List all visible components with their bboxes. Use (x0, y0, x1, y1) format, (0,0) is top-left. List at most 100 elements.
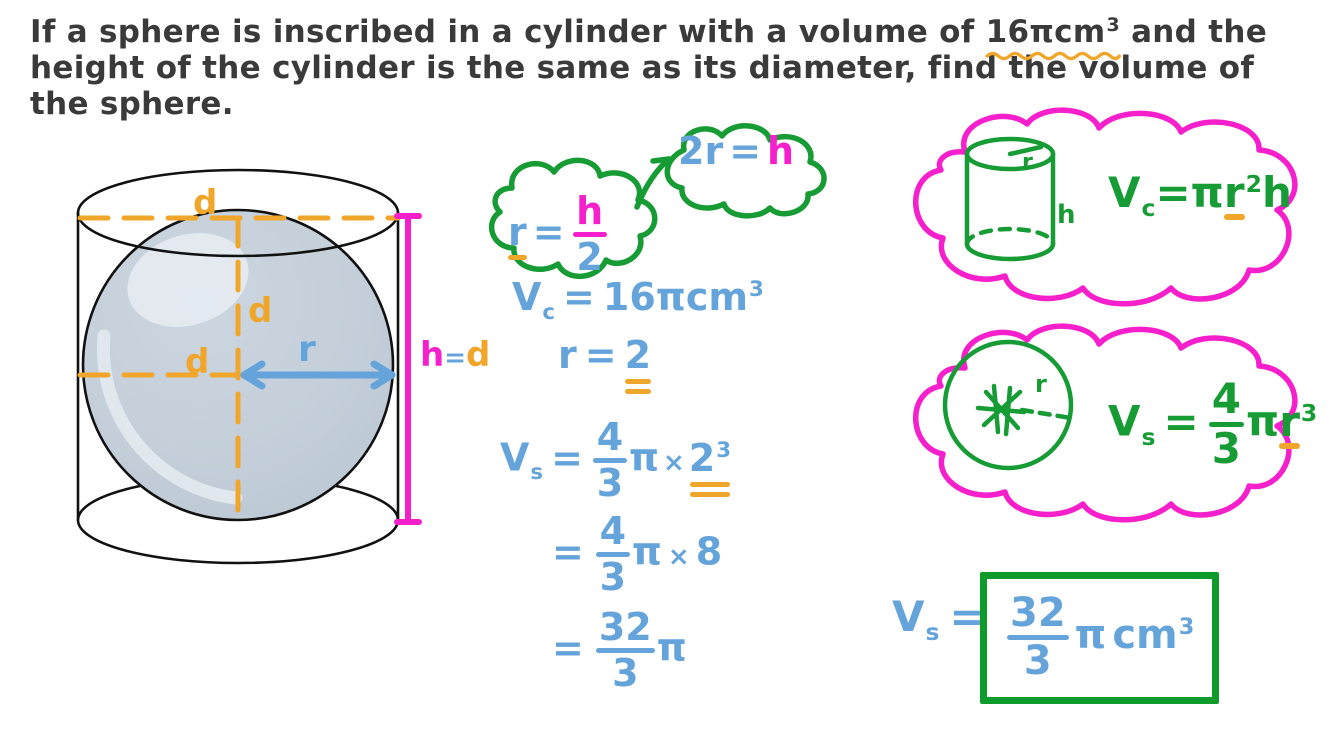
squiggly-underline-icon (984, 51, 1121, 61)
highlighted-volume-exponent: 3 (1106, 13, 1120, 36)
step1-v: V (512, 275, 542, 319)
problem-statement: If a sphere is inscribed in a cylinder w… (30, 14, 1320, 122)
cloud-r-symbol: r (508, 213, 527, 260)
cloud-r-equals: = (532, 209, 565, 254)
cyl-formula-r-wrap: r (1223, 172, 1245, 220)
label-horizontal-diameter: d (185, 342, 210, 382)
cloud-fraction-denominator: 2 (576, 235, 603, 279)
problem-line-3: the sphere. (30, 86, 234, 122)
sph-formula-subscript: s (1141, 422, 1156, 451)
label-height-d: d (466, 335, 491, 375)
sphere-highlight-crescent (96, 329, 243, 505)
step4-equals: = (552, 529, 584, 574)
radius-arrow (240, 360, 396, 390)
label-height-h: h (420, 335, 445, 375)
sph-formula-exponent: 3 (1300, 398, 1318, 427)
working-step-radius: r=2 (558, 333, 652, 394)
cylinder-sketch-icon (964, 136, 1056, 262)
step2-equals: = (584, 333, 617, 377)
step1-exponent: 3 (748, 277, 764, 303)
cyl-formula-v: V (1108, 168, 1141, 217)
final-answer-label: Vs= (892, 596, 985, 645)
cylinder-sphere-figure (76, 168, 422, 565)
step5-fraction-bar (595, 648, 655, 653)
step2-underline-2 (625, 389, 651, 394)
problem-line-1-text-a: If a sphere is inscribed in a cylinder w… (30, 14, 986, 50)
cyl-formula-equals: = (1155, 168, 1191, 217)
cloud-2r-symbol: 2r (678, 129, 724, 173)
answer-pi: π (1074, 612, 1107, 658)
step1-equals: = (563, 275, 595, 319)
cloud-fraction-bar (572, 232, 607, 237)
sph-formula-equals: = (1163, 396, 1199, 446)
sph-formula-pi: π (1245, 396, 1280, 446)
answer-v: V (892, 592, 925, 641)
step3-underline-2 (689, 491, 731, 497)
step4-numerator: 4 (599, 509, 627, 553)
step4-pi: π (631, 529, 662, 574)
step5-pi: π (656, 625, 687, 670)
step4-fraction-bar (595, 552, 630, 557)
cyl-formula-pi: π (1190, 168, 1224, 217)
cloud-2r-equals-h (664, 123, 827, 219)
sph-formula-denominator: 3 (1211, 424, 1241, 473)
cloud-r-equals-h-over-2 (488, 157, 658, 280)
step3-pi: π (628, 435, 659, 480)
cloud-2r-equals: = (729, 129, 762, 173)
cloud-2r-h-content: 2r=h (678, 132, 794, 170)
problem-line-2: height of the cylinder is the same as it… (30, 50, 1255, 86)
cylinder-sketch-label-h: h (1057, 200, 1076, 230)
label-height-equals: = (444, 343, 467, 373)
sph-formula-v: V (1108, 396, 1141, 446)
step5-numerator: 32 (598, 605, 652, 649)
step2-value: 2 (624, 333, 652, 377)
answer-fraction-bar (1007, 635, 1069, 640)
label-top-diameter: d (193, 183, 218, 223)
answer-denominator: 3 (1023, 638, 1052, 684)
highlighted-volume-text: 16πcm (985, 14, 1106, 50)
step3-fraction-bar (592, 458, 627, 463)
answer-subscript: s (925, 618, 940, 647)
cloud-h-symbol: h (767, 129, 795, 173)
step3-equals: = (551, 435, 583, 480)
step3-base: 2 (688, 435, 716, 480)
cyl-formula-h: h (1262, 168, 1292, 217)
r-underline (508, 254, 527, 260)
step1-subscript: c (542, 299, 556, 325)
cyl-formula-exponent: 2 (1245, 170, 1262, 198)
label-radius: r (298, 329, 316, 370)
answer-unit-exponent: 3 (1178, 613, 1195, 640)
step3-underline-1 (689, 481, 731, 487)
step3-subscript: s (530, 460, 544, 486)
sph-formula-r-underline (1279, 442, 1300, 449)
answer-equals: = (949, 592, 985, 641)
cylinder-sketch-label-r: r (1022, 150, 1033, 175)
step3-v: V (500, 435, 530, 480)
cyl-formula-subscript: c (1141, 194, 1156, 223)
answer-numerator: 32 (1010, 590, 1066, 636)
highlighted-volume-value: 16πcm3 (984, 13, 1121, 61)
step5-denominator: 3 (612, 651, 639, 695)
step2-underline-1 (625, 379, 651, 384)
working-step-cylinder-volume: Vc=16πcm3 (512, 275, 764, 323)
cyl-formula-r-underline (1223, 214, 1245, 220)
problem-line-1: If a sphere is inscribed in a cylinder w… (30, 13, 1320, 61)
step3-times: × (663, 447, 685, 478)
sph-formula-r: r (1279, 396, 1300, 446)
height-measure-bar (394, 213, 422, 525)
step4-denominator: 3 (599, 555, 627, 599)
